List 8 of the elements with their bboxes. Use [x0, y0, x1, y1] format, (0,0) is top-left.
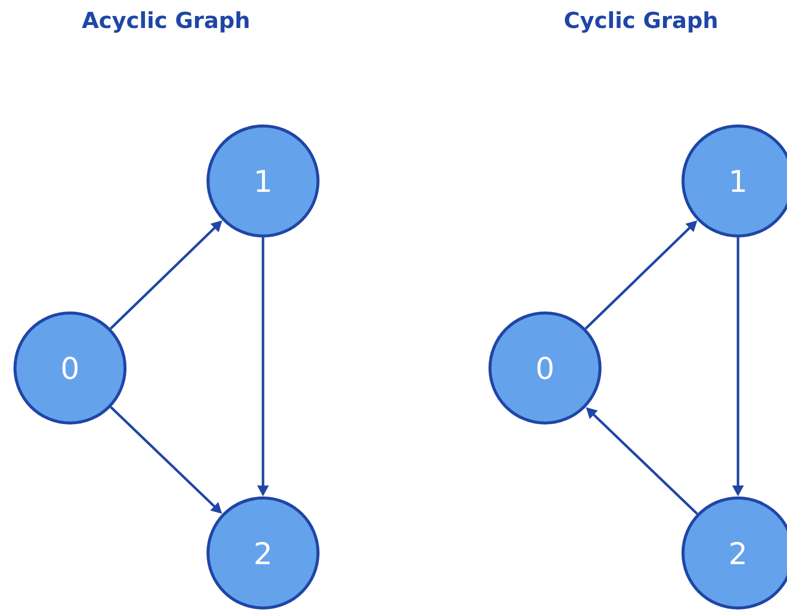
graph-node: 2 — [682, 496, 787, 610]
graph-node: 0 — [488, 312, 602, 424]
graph-node: 1 — [682, 124, 787, 238]
graph-title: Acyclic Graph — [82, 11, 249, 33]
graph-node: 2 — [206, 496, 320, 610]
graph-node: 0 — [14, 312, 126, 424]
graph-title: Cyclic Graph — [564, 11, 717, 33]
graph-node: 1 — [206, 124, 320, 238]
